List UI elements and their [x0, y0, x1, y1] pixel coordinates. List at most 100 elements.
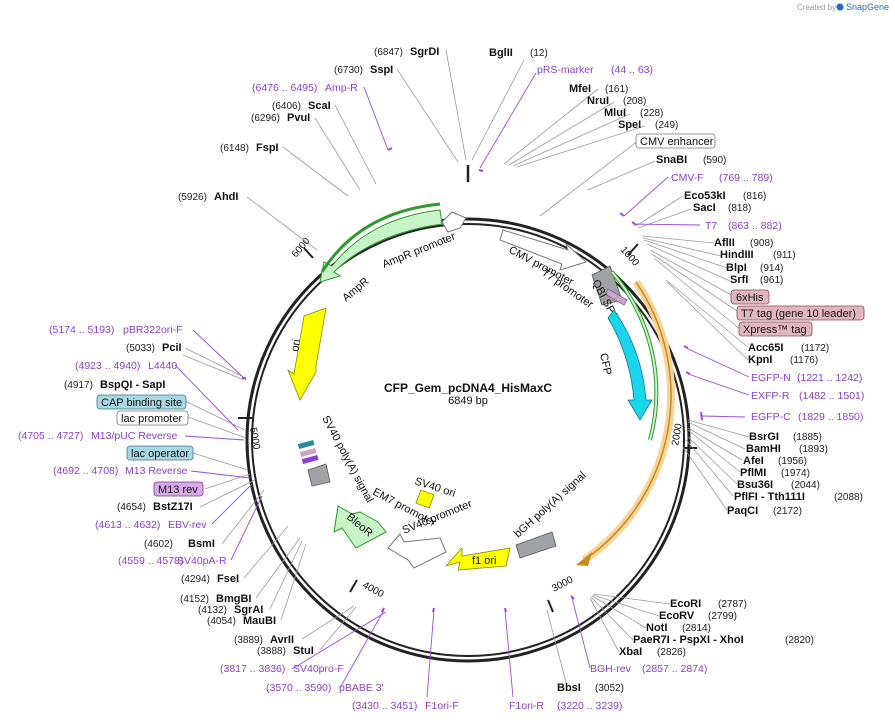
- lac-promoter-box[interactable]: lac promoter: [121, 413, 182, 425]
- t7-tag-box[interactable]: T7 tag (gene 10 leader): [741, 308, 856, 320]
- enzyme-site[interactable]: HindIII(911): [720, 249, 796, 261]
- primer-site[interactable]: EGFP-N(1221 .. 1242): [751, 372, 862, 384]
- cap-binding-site-box[interactable]: CAP binding site: [101, 397, 182, 409]
- svg-text:FspI: FspI: [256, 142, 279, 154]
- svg-text:M13 Reverse: M13 Reverse: [125, 465, 188, 477]
- svg-text:(816): (816): [743, 191, 766, 202]
- svg-text:EBV-rev: EBV-rev: [168, 519, 207, 531]
- svg-text:(161): (161): [605, 84, 628, 95]
- enzyme-site[interactable]: (4132)SgrAI: [198, 604, 263, 616]
- enzyme-site[interactable]: (4654)BstZ17I: [117, 501, 193, 513]
- primer-site[interactable]: (6476 .. 6495)Amp-R: [252, 82, 358, 94]
- enzyme-site[interactable]: Bsu36I(2044): [737, 479, 820, 491]
- svg-text:(1482 .. 1501): (1482 .. 1501): [799, 390, 864, 402]
- svg-text:(228): (228): [640, 108, 663, 119]
- enzyme-site[interactable]: BamHI(1893): [746, 443, 828, 455]
- primer-site[interactable]: pRS-marker(44 .. 63): [537, 64, 653, 76]
- enzyme-site[interactable]: (4917)BspQI - SapI: [64, 379, 165, 391]
- feature-sv40-ori[interactable]: SV40 ori: [413, 475, 457, 509]
- enzyme-site[interactable]: SacI(818): [693, 202, 751, 214]
- enzyme-site[interactable]: (5033)PciI: [126, 342, 182, 354]
- enzyme-site[interactable]: (6847)SgrDI: [374, 46, 439, 58]
- enzyme-site[interactable]: (6406)ScaI: [272, 100, 331, 112]
- sixhis-box[interactable]: 6xHis: [736, 292, 764, 304]
- enzyme-site[interactable]: PflMI(1974): [740, 467, 810, 479]
- enzyme-site[interactable]: (4152)BmgBI: [180, 593, 251, 605]
- xpress-tag-box[interactable]: Xpress™ tag: [743, 324, 807, 336]
- svg-text:(4602): (4602): [144, 539, 173, 550]
- enzyme-site[interactable]: PflFI - Tth111I(2088): [734, 491, 863, 503]
- feature-ori[interactable]: ori: [287, 307, 327, 401]
- enzyme-site[interactable]: PaqCI(2172): [727, 505, 802, 517]
- svg-text:SpeI: SpeI: [618, 119, 641, 131]
- svg-text:(4559 .. 4578): (4559 .. 4578): [118, 555, 183, 567]
- enzyme-site[interactable]: (4054)MauBI: [207, 615, 276, 627]
- svg-text:EcoRV: EcoRV: [659, 610, 695, 622]
- primer-site[interactable]: T7(863 .. 882): [705, 220, 782, 232]
- primer-site[interactable]: (4705 .. 4727)M13/pUC Reverse: [18, 430, 178, 442]
- svg-text:(5033): (5033): [126, 343, 155, 354]
- enzyme-site[interactable]: BglII(12): [489, 47, 548, 59]
- primer-site[interactable]: (3430 .. 3451)F1ori-F: [352, 700, 459, 712]
- svg-text:BGH-rev: BGH-rev: [590, 663, 632, 675]
- primer-site[interactable]: (4923 .. 4940)L4440: [75, 360, 177, 372]
- enzyme-site[interactable]: SrfI(961): [730, 274, 783, 286]
- enzyme-site[interactable]: Eco53kI(816): [684, 190, 766, 202]
- primer-site[interactable]: CMV-F(769 .. 789): [671, 172, 773, 184]
- svg-text:CMV-F: CMV-F: [671, 172, 704, 184]
- feature-cfp[interactable]: CFP: [597, 309, 653, 421]
- enzyme-site[interactable]: NotI(2814): [646, 622, 711, 634]
- lac-operator-box[interactable]: lac operator: [131, 448, 189, 460]
- svg-text:(1172): (1172): [801, 343, 829, 354]
- enzyme-site[interactable]: (5926)AhdI: [178, 191, 238, 203]
- enzyme-site[interactable]: Acc65I(1172): [748, 342, 829, 354]
- primer-site[interactable]: BGH-rev(2857 .. 2874): [590, 663, 707, 675]
- enzyme-site[interactable]: NruI(208): [587, 95, 646, 107]
- enzyme-site[interactable]: MfeI(161): [569, 83, 628, 95]
- enzyme-site[interactable]: AflII(908): [714, 237, 773, 249]
- enzyme-site[interactable]: MluI(228): [604, 107, 663, 119]
- svg-text:ScaI: ScaI: [308, 100, 331, 112]
- primer-site[interactable]: F1ori-R(3220 .. 3239): [509, 700, 622, 712]
- svg-text:PaqCI: PaqCI: [727, 505, 758, 517]
- enzyme-site[interactable]: EcoRV(2799): [659, 610, 737, 622]
- enzyme-site[interactable]: BsrGI(1885): [749, 431, 822, 443]
- enzyme-site[interactable]: (6730)SspI: [334, 64, 393, 76]
- primer-site[interactable]: EGFP-C(1829 .. 1850): [751, 411, 863, 423]
- svg-text:(6476 .. 6495): (6476 .. 6495): [252, 82, 317, 94]
- enzyme-site[interactable]: EcoRI(2787): [670, 598, 747, 610]
- watermark-brand: SnapGene: [846, 2, 889, 12]
- svg-text:(914): (914): [760, 263, 783, 274]
- feature-f1-ori[interactable]: f1 ori: [444, 546, 511, 571]
- enzyme-site[interactable]: BlpI(914): [726, 262, 783, 274]
- enzyme-site[interactable]: SnaBI(590): [656, 154, 726, 166]
- enzyme-site[interactable]: SpeI(249): [618, 119, 678, 131]
- primer-site[interactable]: EXFP-R(1482 .. 1501): [751, 390, 864, 402]
- enzyme-site[interactable]: PaeR7I - PspXI - XhoI(2820): [633, 634, 814, 646]
- feature-sv40-polya[interactable]: SV40 poly(A) signal: [297, 414, 376, 505]
- cmv-enhancer-box[interactable]: CMV enhancer: [640, 136, 714, 148]
- enzyme-site[interactable]: (6148)FspI: [220, 142, 279, 154]
- primer-site[interactable]: (4559 .. 4578)SV40pA-R: [118, 555, 227, 567]
- primer-site[interactable]: (3570 .. 3590)pBABE 3': [266, 682, 384, 694]
- feature-cmv-promoter[interactable]: CMV promoter: [499, 229, 587, 288]
- enzyme-site[interactable]: BbsI(3052): [557, 682, 624, 694]
- enzyme-site[interactable]: (3888)StuI: [257, 645, 314, 657]
- svg-text:(2826): (2826): [657, 647, 686, 658]
- primer-site[interactable]: (5174 .. 5193)pBR322ori-F: [49, 324, 183, 336]
- feature-bleor[interactable]: BleoR: [333, 505, 387, 549]
- enzyme-site[interactable]: KpnI(1176): [748, 354, 818, 366]
- enzyme-site[interactable]: (4602)BsmI: [144, 538, 215, 550]
- enzyme-site[interactable]: (3889)AvrII: [234, 634, 294, 646]
- enzyme-site[interactable]: XbaI(2826): [619, 646, 686, 658]
- enzyme-labels-left: (6847)SgrDI (6730)SspI (6406)ScaI (6296)…: [64, 46, 439, 657]
- primer-site[interactable]: (3817 .. 3836)SV40pro-F: [220, 663, 344, 675]
- primer-site[interactable]: (4692 .. 4708)M13 Reverse: [53, 465, 188, 477]
- enzyme-site[interactable]: (6296)PvuI: [251, 112, 310, 124]
- primer-site[interactable]: (4613 .. 4632) EBV-rev: [95, 519, 207, 531]
- enzyme-site[interactable]: AfeI(1956): [743, 455, 807, 467]
- enzyme-site[interactable]: (4294)FseI: [181, 573, 239, 585]
- feature-bgh-polya[interactable]: bGH poly(A) signal: [512, 470, 589, 559]
- svg-text:(4613 .. 4632): (4613 .. 4632): [95, 519, 160, 531]
- m13-rev-box[interactable]: M13 rev: [158, 484, 198, 496]
